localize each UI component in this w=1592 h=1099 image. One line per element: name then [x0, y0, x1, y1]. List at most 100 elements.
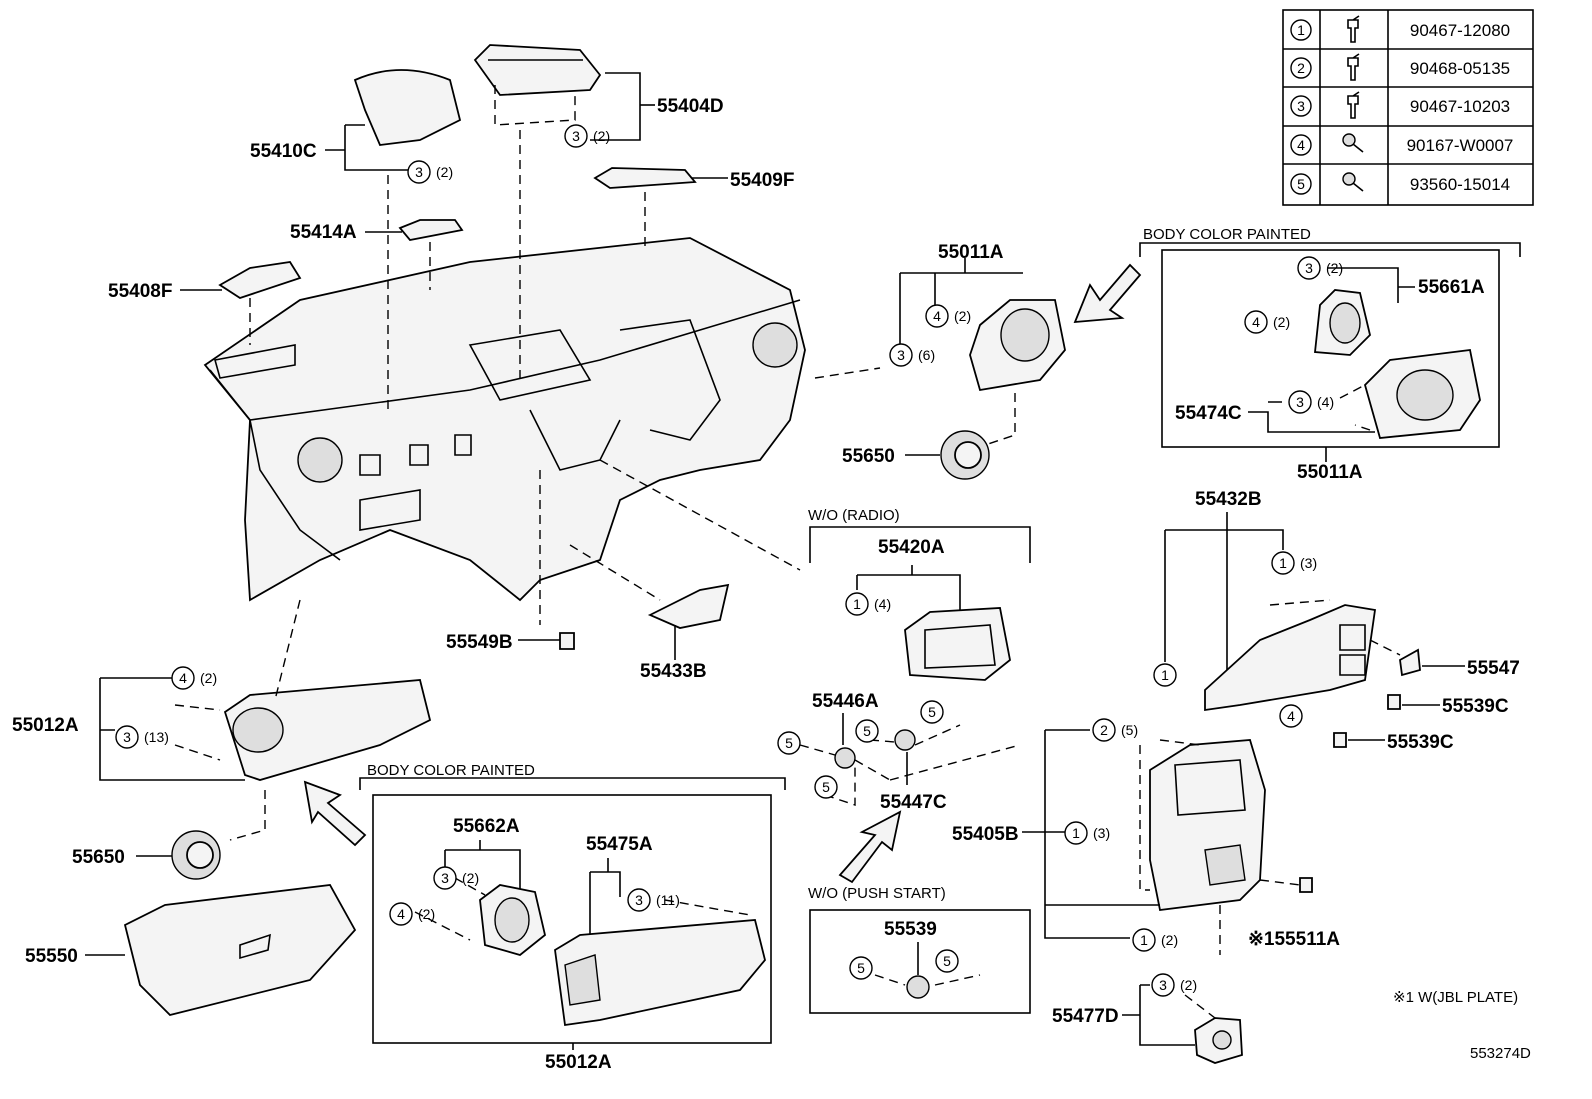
svg-text:(2): (2): [418, 906, 435, 922]
legend-part-number: 90167-W0007: [1407, 136, 1514, 155]
part-number-label: 55547: [1467, 658, 1520, 679]
svg-text:(2): (2): [1273, 314, 1290, 330]
part-number-label: 55474C: [1175, 403, 1242, 424]
svg-text:(2): (2): [462, 870, 479, 886]
screw-icon: [1342, 172, 1364, 192]
legend-num: 1: [1297, 22, 1305, 38]
without-radio-group: W/O (RADIO) 55420A: [599, 459, 1031, 681]
svg-text:1: 1: [1140, 932, 1148, 948]
callout: 4 (2): [171, 666, 217, 690]
svg-text:4: 4: [1252, 314, 1260, 330]
svg-text:1: 1: [1161, 667, 1169, 683]
part-55477D: 55477D: [1052, 984, 1243, 1064]
callout: 3 (13): [115, 725, 169, 749]
part-number-label: 55011A: [1297, 462, 1363, 483]
legend-num: 2: [1297, 60, 1305, 76]
svg-text:(4): (4): [1317, 394, 1334, 410]
svg-text:(2): (2): [593, 128, 610, 144]
svg-text:(5): (5): [1121, 722, 1138, 738]
part-55432B: 55432B: [1164, 489, 1401, 712]
legend-part-number: 90467-10203: [1410, 97, 1510, 116]
part-55447C: 55447C: [869, 724, 1021, 813]
legend-row: 1 90467-12080: [1290, 15, 1510, 43]
part-55511A: ※155511A: [1248, 877, 1340, 950]
svg-text:4: 4: [397, 906, 405, 922]
part-55539C-a: 55539C: [1387, 694, 1509, 717]
part-number-label: 55414A: [290, 222, 357, 243]
part-55650-top: 55650: [842, 430, 990, 480]
svg-text:1: 1: [1072, 825, 1080, 841]
callout: 5: [777, 731, 801, 755]
callout: 1 (4): [845, 592, 891, 616]
callout: 3 (2): [1151, 973, 1197, 997]
svg-text:1: 1: [1279, 555, 1287, 571]
callout: 5: [849, 956, 873, 980]
callout: 1 (3): [1064, 821, 1110, 845]
svg-text:(2): (2): [436, 164, 453, 180]
svg-text:4: 4: [1287, 708, 1295, 724]
legend-row: 3 90467-10203: [1290, 91, 1510, 119]
clip-icon: [1347, 15, 1360, 43]
arrow-icon: [838, 810, 902, 884]
legend-row: 5 93560-15014: [1290, 172, 1510, 195]
svg-text:3: 3: [123, 729, 131, 745]
svg-text:3: 3: [415, 164, 423, 180]
body-color-painted-box-top: BODY COLOR PAINTED 55661A 55474C 55011A: [1139, 226, 1521, 483]
callout: 4 (2): [1244, 310, 1290, 334]
body-color-painted-box-bottom: BODY COLOR PAINTED 55662A 55475A 55012A: [359, 762, 786, 1073]
svg-text:5: 5: [785, 735, 793, 751]
without-push-start-group: W/O (PUSH START) 55539: [808, 885, 1031, 1014]
legend-table: 1 90467-12080 2 90468-05135 3 90467-1020…: [1282, 9, 1534, 206]
part-55550: 55550: [25, 884, 357, 1016]
caption: BODY COLOR PAINTED: [367, 762, 535, 779]
part-number-label: 55420A: [878, 537, 945, 558]
part-number-label: 55650: [842, 446, 895, 467]
part-55408F: 55408F: [108, 261, 302, 345]
svg-text:(11): (11): [656, 892, 680, 908]
callout: 1: [1153, 663, 1177, 687]
part-number-label: 55446A: [812, 691, 879, 712]
svg-text:5: 5: [822, 779, 830, 795]
part-number-label: 55650: [72, 847, 125, 868]
svg-text:(2): (2): [954, 308, 971, 324]
part-number-label: 55405B: [952, 824, 1019, 845]
svg-text:(6): (6): [918, 347, 935, 363]
part-55409F: 55409F: [593, 167, 794, 250]
legend-row: 4 90167-W0007: [1290, 133, 1514, 156]
svg-text:2: 2: [1100, 722, 1108, 738]
part-55446A: 55446A: [799, 691, 891, 806]
legend-part-number: 90467-12080: [1410, 21, 1510, 40]
part-55012A-main: 55012A: [12, 599, 432, 841]
caption: W/O (PUSH START): [808, 885, 946, 902]
svg-text:3: 3: [635, 892, 643, 908]
part-number-label: 55539C: [1387, 732, 1454, 753]
svg-text:(13): (13): [144, 729, 169, 745]
callout: 4: [1279, 704, 1303, 728]
svg-text:5: 5: [928, 704, 936, 720]
callout: 4 (2): [925, 304, 971, 328]
part-55549B: 55549B: [446, 470, 575, 653]
part-number-label: 55539C: [1442, 696, 1509, 717]
part-number-label: 55549B: [446, 632, 513, 653]
svg-text:5: 5: [943, 953, 951, 969]
svg-text:3: 3: [1305, 260, 1313, 276]
part-55539C-b: 55539C: [1333, 732, 1454, 753]
legend-part-number: 90468-05135: [1410, 59, 1510, 78]
svg-text:(4): (4): [874, 596, 891, 612]
svg-text:5: 5: [863, 723, 871, 739]
legend-num: 5: [1297, 176, 1305, 192]
callout: 5: [814, 775, 838, 799]
svg-text:5: 5: [857, 960, 865, 976]
part-number-label: 55550: [25, 946, 78, 967]
part-number-label: 55012A: [545, 1052, 612, 1073]
part-number-label: 55433B: [640, 661, 707, 682]
part-number-label: ※155511A: [1248, 929, 1340, 950]
part-55433B: 55433B: [569, 544, 730, 682]
part-number-label: 55662A: [453, 816, 520, 837]
svg-text:3: 3: [572, 128, 580, 144]
svg-text:(3): (3): [1093, 825, 1110, 841]
part-55011A-top: 55011A: [814, 242, 1066, 446]
callout: 3 (2): [407, 160, 453, 184]
part-number-label: 55432B: [1195, 489, 1262, 510]
